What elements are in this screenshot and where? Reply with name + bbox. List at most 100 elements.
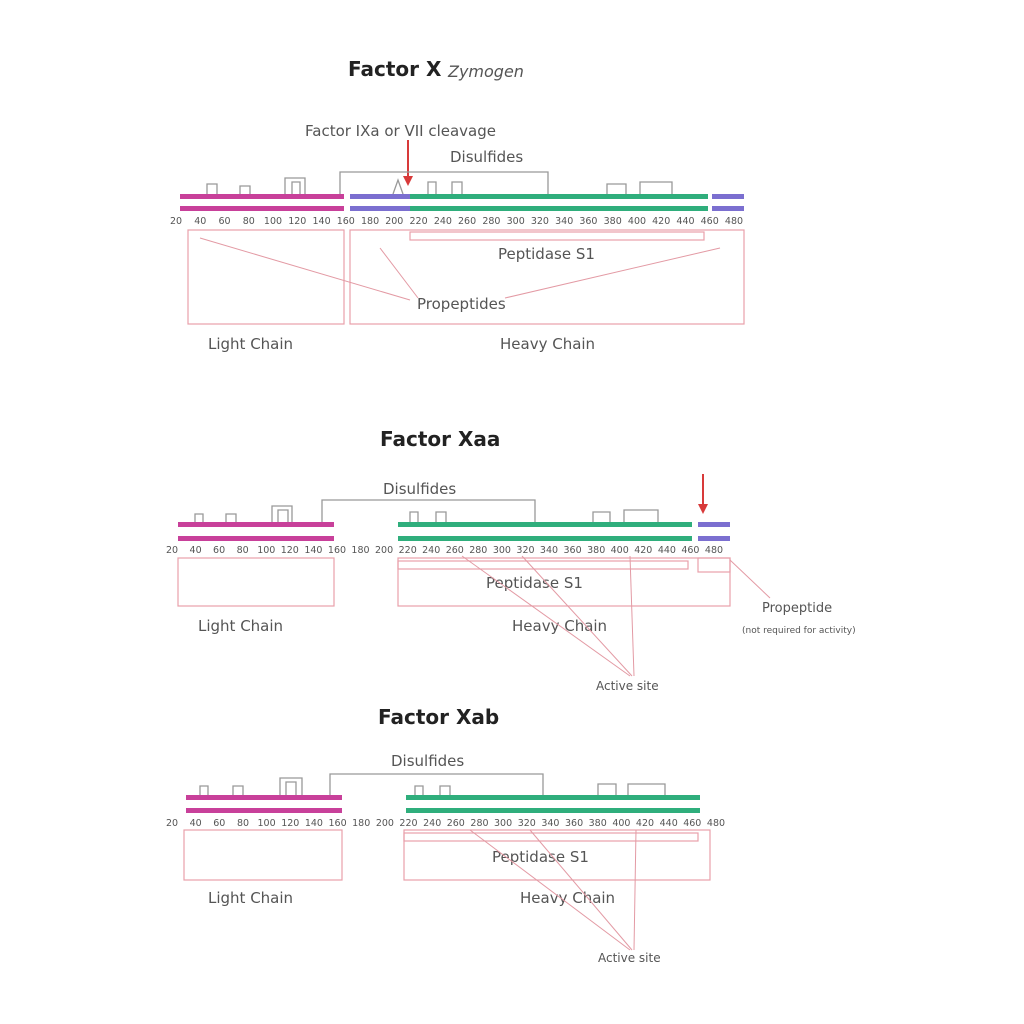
tick-label: 460 — [683, 818, 701, 829]
tick-label: 460 — [701, 216, 719, 227]
tick-label: 240 — [434, 216, 452, 227]
tick-label: 340 — [540, 545, 558, 556]
propeptide-leaders — [199, 237, 721, 301]
tick-label: 380 — [604, 216, 622, 227]
tick-label: 480 — [707, 818, 725, 829]
tick-label: 200 — [385, 216, 403, 227]
position-ticks: 20 40 60 80 100 120 140 160 180 200 220 240 260 280 30… — [170, 216, 743, 227]
propeptide-bar — [712, 206, 744, 211]
active-site-label: Active site — [596, 679, 659, 693]
tick-label: 160 — [328, 545, 346, 556]
tick-label: 260 — [446, 545, 464, 556]
heavy-chain-bar — [410, 194, 708, 199]
disulfide-brackets — [206, 171, 673, 195]
peptidase-label: Peptidase S1 — [492, 848, 589, 866]
tick-label: 80 — [243, 216, 255, 227]
tick-label: 320 — [516, 545, 534, 556]
tick-label: 140 — [305, 818, 323, 829]
tick-label: 100 — [264, 216, 282, 227]
disulfides-label: Disulfides — [450, 148, 523, 166]
peptidase-label: Peptidase S1 — [486, 574, 583, 592]
tick-label: 340 — [555, 216, 573, 227]
tick-label: 260 — [458, 216, 476, 227]
tick-label: 120 — [281, 545, 299, 556]
tick-label: 280 — [482, 216, 500, 227]
tick-label: 180 — [352, 818, 370, 829]
heavy-chain-label: Heavy Chain — [500, 335, 595, 353]
tick-label: 300 — [494, 818, 512, 829]
tick-label: 120 — [288, 216, 306, 227]
tick-label: 280 — [470, 818, 488, 829]
tick-label: 400 — [628, 216, 646, 227]
tick-label: 100 — [257, 545, 275, 556]
propeptide-note: (not required for activity) — [742, 626, 856, 636]
propeptide-leader — [729, 559, 771, 599]
tick-label: 420 — [636, 818, 654, 829]
tick-label: 400 — [612, 818, 630, 829]
heavy-chain-label: Heavy Chain — [520, 889, 615, 907]
tick-label: 40 — [194, 216, 206, 227]
heavy-chain-bar — [398, 522, 692, 527]
region-boxes — [183, 829, 711, 881]
propeptide-bar — [350, 194, 410, 199]
tick-label: 440 — [676, 216, 694, 227]
cleavage-label: Factor IXa or VII cleavage — [305, 122, 496, 140]
tick-label: 220 — [399, 818, 417, 829]
tick-label: 40 — [190, 818, 202, 829]
tick-label: 220 — [410, 216, 428, 227]
tick-label: 100 — [258, 818, 276, 829]
disulfides-label: Disulfides — [383, 480, 456, 498]
tick-label: 360 — [565, 818, 583, 829]
tick-label: 40 — [190, 545, 202, 556]
tick-label: 360 — [564, 545, 582, 556]
light-chain-label: Light Chain — [198, 617, 283, 635]
light-chain-bar — [178, 536, 334, 541]
region-boxes — [177, 557, 731, 607]
heavy-chain-bar — [410, 206, 708, 211]
tick-label: 300 — [493, 545, 511, 556]
tick-label: 480 — [725, 216, 743, 227]
panel-factor-x: Factor X Zymogen Factor IXa or VII cleav… — [170, 57, 745, 353]
panel-title: Factor X — [348, 57, 442, 81]
tick-label: 20 — [166, 818, 178, 829]
propeptide-label: Propeptide — [762, 601, 832, 616]
tick-label: 320 — [518, 818, 536, 829]
tick-label: 180 — [361, 216, 379, 227]
light-chain-bar — [180, 206, 344, 211]
tick-label: 420 — [634, 545, 652, 556]
disulfide-brackets — [194, 499, 659, 522]
tick-label: 400 — [611, 545, 629, 556]
tick-label: 300 — [507, 216, 525, 227]
active-site-label: Active site — [598, 951, 661, 965]
tick-label: 140 — [313, 216, 331, 227]
tick-label: 460 — [681, 545, 699, 556]
light-chain-label: Light Chain — [208, 335, 293, 353]
region-boxes — [187, 229, 745, 325]
light-chain-bar — [180, 194, 344, 199]
tick-label: 480 — [705, 545, 723, 556]
light-chain-bar — [186, 808, 342, 813]
active-site-leaders — [469, 829, 637, 951]
propeptide-bar — [698, 522, 730, 527]
tick-label: 260 — [447, 818, 465, 829]
peptidase-label: Peptidase S1 — [498, 245, 595, 263]
panel-title: Factor Xaa — [380, 427, 500, 451]
active-site-leaders — [461, 555, 635, 677]
light-chain-label: Light Chain — [208, 889, 293, 907]
tick-label: 160 — [337, 216, 355, 227]
heavy-chain-bar — [406, 808, 700, 813]
heavy-chain-bar — [398, 536, 692, 541]
tick-label: 20 — [170, 216, 182, 227]
heavy-chain-bar — [406, 795, 700, 800]
tick-label: 60 — [218, 216, 230, 227]
panel-title: Factor Xab — [378, 705, 499, 729]
tick-label: 200 — [375, 545, 393, 556]
propeptide-bar — [712, 194, 744, 199]
tick-label: 440 — [660, 818, 678, 829]
tick-label: 240 — [423, 818, 441, 829]
tick-label: 180 — [351, 545, 369, 556]
light-chain-bar — [178, 522, 334, 527]
